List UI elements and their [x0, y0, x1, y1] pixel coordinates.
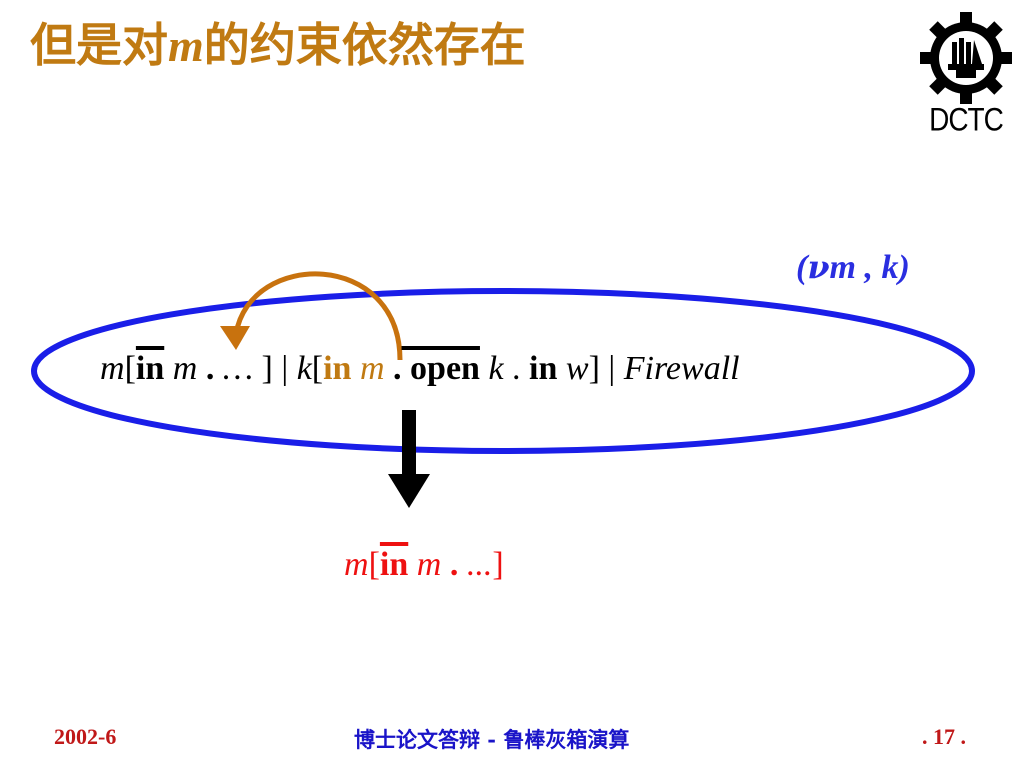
expr-parallel: | [599, 350, 624, 387]
expr-firewall: Firewall [623, 350, 740, 387]
result-ambient-m: m [344, 546, 369, 583]
expr-action-in: in [529, 350, 558, 387]
title-prefix: 但是对 [30, 18, 168, 72]
dctc-gear-logo [920, 12, 1012, 104]
expr-ambient-m: m [100, 350, 125, 387]
restriction-m: m [829, 249, 856, 286]
scope-ellipse [31, 288, 975, 454]
expr-ellipsis: … [214, 350, 254, 387]
restriction-label: (νm , k) [796, 248, 910, 287]
restriction-comma: , [855, 249, 882, 286]
expr-bracket: [ [311, 350, 324, 387]
result-coaction-in: in [379, 546, 409, 583]
communication-curve-arrow [233, 271, 403, 361]
restriction-k: k [881, 249, 899, 286]
expr-parallel: | [272, 350, 297, 387]
expr-ambient-k: k [296, 350, 312, 387]
restriction-nu: ν [807, 248, 830, 286]
process-expression: m[in m . … ] | k[in m . open k . in w] |… [100, 350, 740, 388]
result-bracket: [ [368, 546, 380, 583]
reduction-arrow-shaft [402, 410, 416, 478]
restriction-open-paren: ( [796, 249, 808, 286]
result-name-m: m [408, 546, 442, 583]
result-ellipsis: ... [458, 546, 493, 583]
expr-dot: . [197, 350, 215, 387]
expr-bracket: [ [124, 350, 136, 387]
slide-title: 但是对m的约束依然存在 [30, 22, 526, 69]
title-variable: m [168, 20, 204, 71]
expr-dot: . [503, 350, 530, 387]
expr-dot: . [384, 350, 402, 387]
expr-action-in: in [323, 350, 352, 387]
logo-text: DCTC [929, 101, 1004, 138]
footer-title: 博士论文答辩 - 鲁棒灰箱演算 [354, 727, 630, 752]
footer-page-number: . 17 . [922, 724, 966, 749]
expr-coaction-open: open [401, 350, 480, 387]
communication-arrowhead [220, 326, 250, 350]
expr-name-w: w [557, 350, 589, 387]
expr-name-m: m [164, 350, 198, 387]
expr-name-m: m [351, 350, 385, 387]
result-dot: . [441, 546, 459, 583]
title-suffix: 的约束依然存在 [203, 18, 526, 72]
footer-date: 2002-6 [54, 724, 117, 749]
expr-bracket: ] [588, 350, 600, 387]
result-expression: m[in m . ...] [344, 546, 504, 584]
expr-name-k: k [479, 350, 504, 387]
expr-bracket: ] [253, 350, 273, 387]
expr-coaction-in: in [135, 350, 165, 387]
result-bracket: ] [492, 546, 504, 583]
restriction-close-paren: ) [898, 249, 910, 286]
reduction-arrowhead [388, 474, 430, 508]
